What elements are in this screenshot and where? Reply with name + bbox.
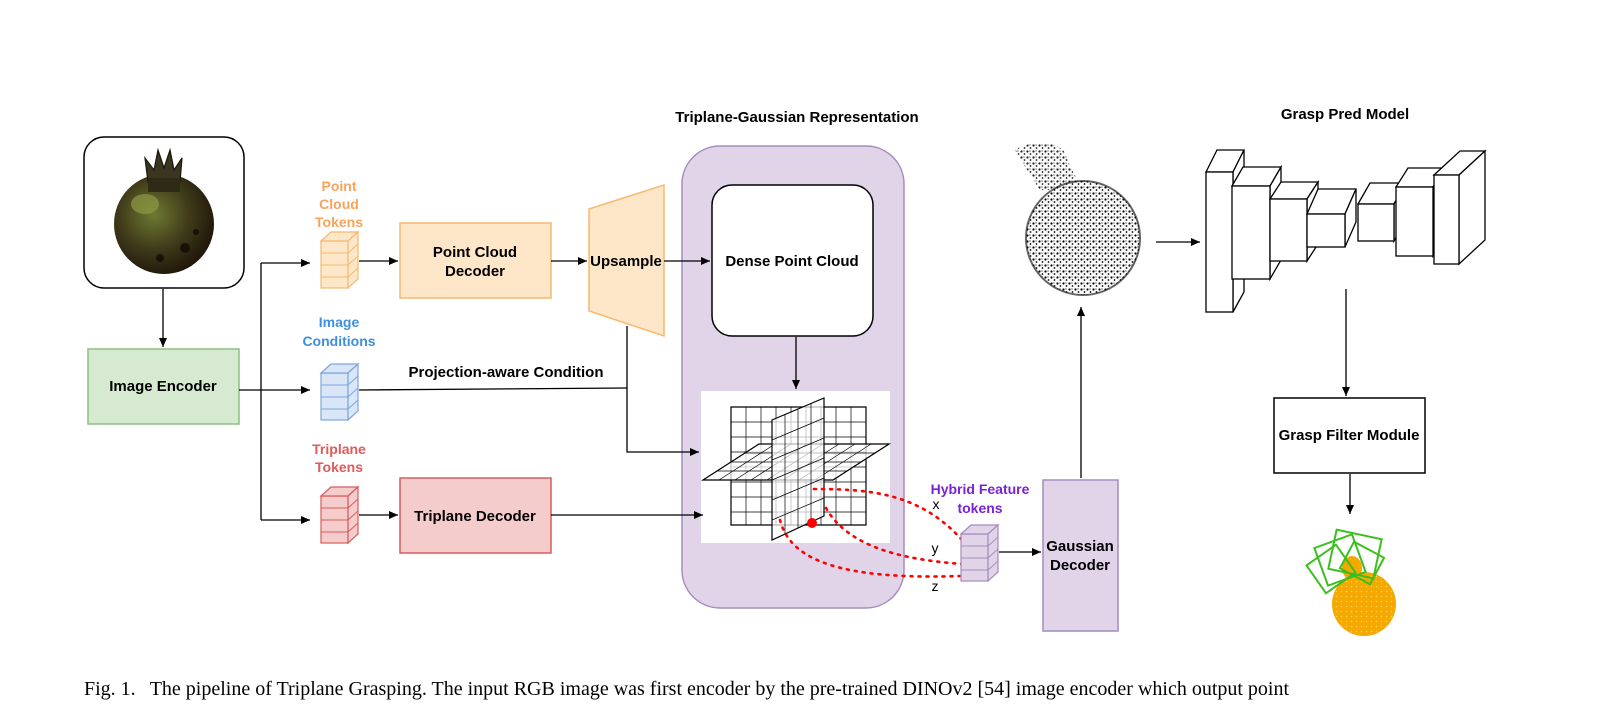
figure-caption-label: Fig. 1. (84, 678, 136, 700)
triplane-tokens-label-1: Triplane (312, 441, 366, 457)
triplane-planes-illustration (700, 391, 892, 543)
image-conditions-stack (319, 362, 360, 422)
hybrid-feature-label-1: Hybrid Feature (931, 481, 1030, 497)
point-cloud-tokens-label-2: Cloud (319, 196, 359, 212)
triplane-gaussian-title: Triplane-Gaussian Representation (675, 109, 918, 126)
gaussian-decoder-label-1: Gaussian (1046, 538, 1114, 555)
image-encoder-label: Image Encoder (109, 378, 217, 395)
feature-sampling-lines (778, 487, 964, 578)
triplane-tokens-label-2: Tokens (315, 459, 363, 475)
hybrid-feature-tokens-stack (959, 523, 1000, 583)
pomegranate-image (114, 147, 214, 274)
triplane-decoder-box: Triplane Decoder (399, 477, 552, 554)
triplane-tokens-stack (319, 485, 360, 545)
grasp-pred-model-title: Grasp Pred Model (1281, 106, 1409, 123)
grasp-filter-module-box: Grasp Filter Module (1273, 397, 1426, 474)
gaussian-decoder-label-2: Decoder (1050, 557, 1110, 574)
hybrid-feature-label-2: tokens (957, 500, 1002, 516)
axis-z-label: z (932, 578, 939, 594)
gaussian-decoder-box: Gaussian Decoder (1042, 479, 1119, 632)
upsample-to-planes-arrow (626, 326, 699, 456)
grasp-output-visualization (1305, 528, 1396, 636)
dense-point-cloud-label: Dense Point Cloud (725, 253, 858, 270)
upsample-block: Upsample (588, 183, 665, 338)
triplane-decoder-label: Triplane Decoder (414, 508, 536, 525)
dense-point-cloud-box: Dense Point Cloud (711, 184, 874, 337)
connectors (159, 238, 1354, 556)
axis-y-label: y (932, 540, 939, 556)
input-image (83, 136, 245, 289)
grasp-filter-module-label: Grasp Filter Module (1279, 427, 1420, 444)
point-cloud-tokens-label-3: Tokens (315, 214, 363, 230)
image-encoder-box: Image Encoder (87, 348, 240, 425)
grasp-pred-network (1204, 149, 1487, 313)
point-cloud-tokens-stack (319, 230, 360, 290)
upsample-label: Upsample (590, 253, 662, 270)
point-cloud-decoder-label-2: Decoder (445, 263, 505, 280)
point-cloud-decoder-box: Point Cloud Decoder (399, 222, 552, 299)
axis-x-label: x (933, 496, 940, 512)
figure-caption: Fig. 1. The pipeline of Triplane Grasping… (84, 678, 1524, 701)
point-cloud-decoder-label-1: Point Cloud (433, 244, 517, 261)
reconstructed-point-cloud (1015, 143, 1141, 296)
image-conditions-label-2: Conditions (302, 333, 375, 349)
projection-aware-condition-label: Projection-aware Condition (408, 364, 603, 381)
point-cloud-tokens-label-1: Point (322, 178, 357, 194)
img-cond-projection-line (358, 387, 628, 391)
image-conditions-label-1: Image (319, 314, 360, 330)
figure-caption-text: The pipeline of Triplane Grasping. The i… (149, 678, 1290, 700)
